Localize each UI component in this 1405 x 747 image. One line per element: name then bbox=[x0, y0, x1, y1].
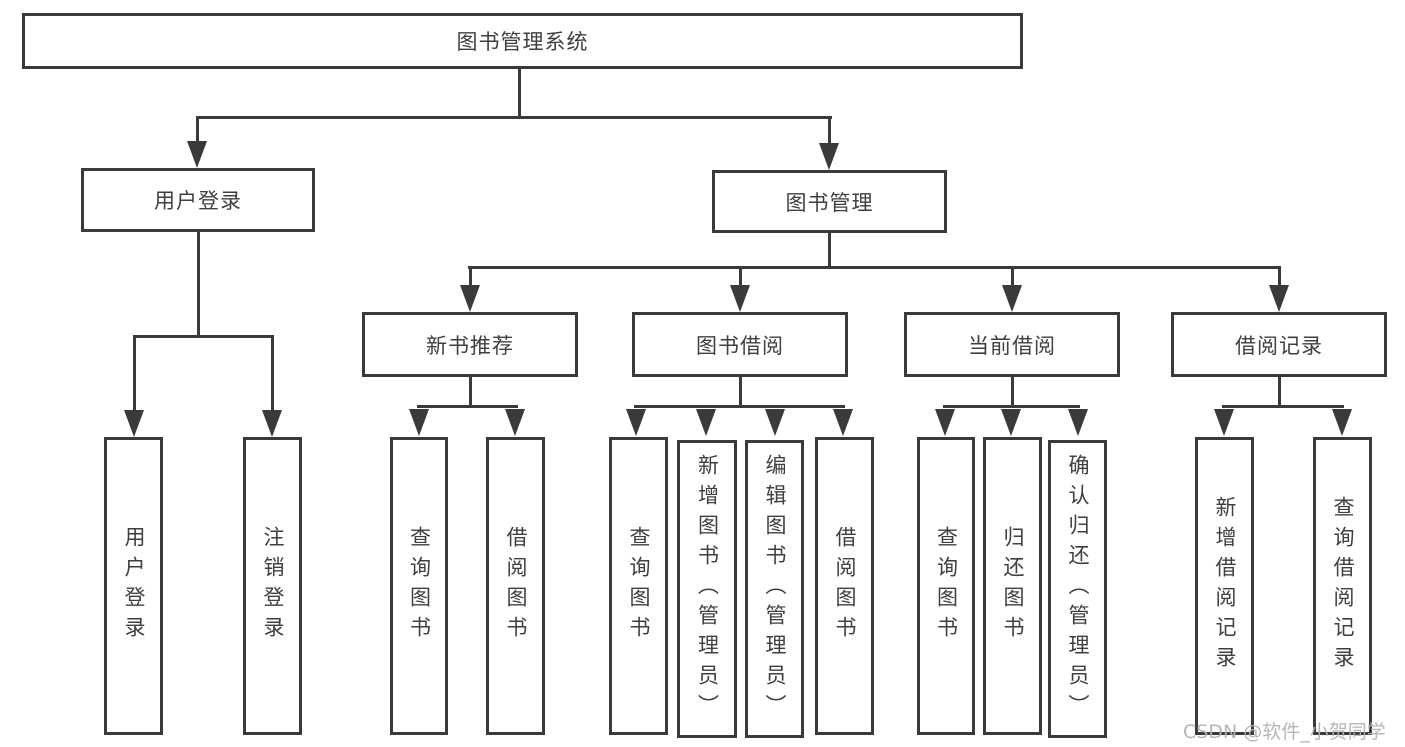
arrow-down-icon bbox=[819, 143, 839, 170]
arrow-down-icon bbox=[505, 409, 525, 436]
node-new-book-rec-label: 新书推荐 bbox=[426, 333, 514, 358]
arrow-down-icon bbox=[1001, 409, 1021, 436]
connector-mid-stem bbox=[469, 269, 472, 287]
node-book-borrow-label: 图书借阅 bbox=[696, 333, 784, 358]
leaf-user-login-label: 用户登录 bbox=[122, 526, 146, 646]
leaf-cb-query-book-label: 查询图书 bbox=[934, 526, 959, 646]
leaf-logout: 注销登录 bbox=[243, 437, 302, 735]
connector-mid-stem bbox=[1278, 269, 1281, 287]
leaf-br-add-record-label: 新增借阅记录 bbox=[1213, 496, 1237, 676]
leaf-bb-add-book: 新增图书（管理员） bbox=[677, 440, 737, 738]
leaf-br-query-record: 查询借阅记录 bbox=[1313, 437, 1372, 735]
connector-new-book-rec-down bbox=[469, 377, 472, 407]
node-user-login-label: 用户登录 bbox=[154, 189, 242, 213]
connector-root-stem bbox=[518, 68, 521, 118]
connector-root-branch bbox=[196, 116, 832, 119]
arrow-down-icon bbox=[833, 409, 853, 436]
connector-user-login-stem bbox=[196, 119, 199, 143]
node-book-borrow: 图书借阅 bbox=[632, 312, 848, 377]
leaf-logout-label: 注销登录 bbox=[261, 526, 285, 646]
leaf-rec-query-book: 查询图书 bbox=[390, 437, 448, 735]
node-user-login: 用户登录 bbox=[81, 168, 315, 232]
leaf-rec-query-book-label: 查询图书 bbox=[407, 526, 432, 646]
leaf-cb-return-book-label: 归还图书 bbox=[1001, 526, 1025, 646]
arrow-down-icon bbox=[460, 285, 480, 312]
connector-mid-stem bbox=[1011, 269, 1014, 287]
arrow-down-icon bbox=[409, 409, 429, 436]
connector-user-login-down bbox=[197, 232, 200, 338]
arrow-down-icon bbox=[1002, 285, 1022, 312]
leaf-bb-query-book-label: 查询图书 bbox=[627, 526, 651, 646]
connector-current-borrow-down bbox=[1011, 377, 1014, 407]
arrow-down-icon bbox=[626, 409, 646, 436]
leaf-user-login: 用户登录 bbox=[104, 437, 163, 735]
arrow-down-icon bbox=[1269, 285, 1289, 312]
arrow-down-icon bbox=[187, 141, 207, 168]
arrow-down-icon bbox=[124, 410, 144, 437]
leaf-bb-borrow-book: 借阅图书 bbox=[815, 437, 874, 735]
node-book-mgmt-label: 图书管理 bbox=[785, 190, 874, 215]
arrow-down-icon bbox=[1332, 409, 1352, 436]
connector-user-login-branch bbox=[133, 335, 274, 338]
connector-current-borrow-branch bbox=[943, 405, 1080, 408]
connector-book-mgmt-branch bbox=[468, 266, 1281, 269]
leaf-rec-borrow-book-label: 借阅图书 bbox=[504, 526, 528, 646]
connector-leaf-stem bbox=[271, 338, 274, 411]
arrow-down-icon bbox=[262, 410, 282, 437]
arrow-down-icon bbox=[765, 409, 785, 436]
node-current-borrow-label: 当前借阅 bbox=[968, 333, 1056, 358]
node-new-book-rec: 新书推荐 bbox=[362, 312, 578, 377]
connector-book-borrow-down bbox=[739, 377, 742, 407]
node-current-borrow: 当前借阅 bbox=[904, 312, 1120, 377]
arrow-down-icon bbox=[1214, 409, 1234, 436]
leaf-bb-query-book: 查询图书 bbox=[609, 437, 668, 735]
node-borrow-record: 借阅记录 bbox=[1171, 312, 1387, 377]
leaf-cb-confirm-return: 确认归还（管理员） bbox=[1048, 440, 1107, 738]
connector-book-mgmt-down bbox=[828, 233, 831, 268]
connector-new-book-rec-branch bbox=[417, 405, 518, 408]
node-root: 图书管理系统 bbox=[22, 13, 1023, 69]
leaf-bb-edit-book: 编辑图书（管理员） bbox=[745, 440, 804, 738]
arrow-down-icon bbox=[730, 285, 750, 312]
leaf-bb-edit-book-label: 编辑图书（管理员） bbox=[763, 454, 787, 724]
connector-mid-stem bbox=[739, 269, 742, 287]
connector-book-mgmt-stem bbox=[828, 119, 831, 145]
leaf-cb-query-book: 查询图书 bbox=[917, 437, 975, 735]
connector-leaf-stem bbox=[133, 338, 136, 411]
connector-borrow-record-down bbox=[1278, 377, 1281, 407]
leaf-br-add-record: 新增借阅记录 bbox=[1195, 437, 1254, 735]
leaf-rec-borrow-book: 借阅图书 bbox=[486, 437, 545, 735]
leaf-br-query-record-label: 查询借阅记录 bbox=[1331, 496, 1355, 676]
leaf-bb-borrow-book-label: 借阅图书 bbox=[833, 526, 857, 646]
arrow-down-icon bbox=[935, 409, 955, 436]
csdn-watermark: CSDN @软件_小贺同学 bbox=[1183, 721, 1386, 743]
node-book-mgmt: 图书管理 bbox=[712, 170, 947, 233]
leaf-cb-return-book: 归还图书 bbox=[983, 437, 1042, 735]
arrow-down-icon bbox=[1068, 409, 1088, 436]
connector-book-borrow-branch bbox=[634, 405, 845, 408]
arrow-down-icon bbox=[696, 409, 716, 436]
node-borrow-record-label: 借阅记录 bbox=[1235, 333, 1323, 358]
connector-borrow-record-branch bbox=[1222, 405, 1344, 408]
leaf-cb-confirm-return-label: 确认归还（管理员） bbox=[1066, 454, 1090, 724]
node-root-label: 图书管理系统 bbox=[456, 30, 589, 54]
leaf-bb-add-book-label: 新增图书（管理员） bbox=[695, 454, 720, 724]
